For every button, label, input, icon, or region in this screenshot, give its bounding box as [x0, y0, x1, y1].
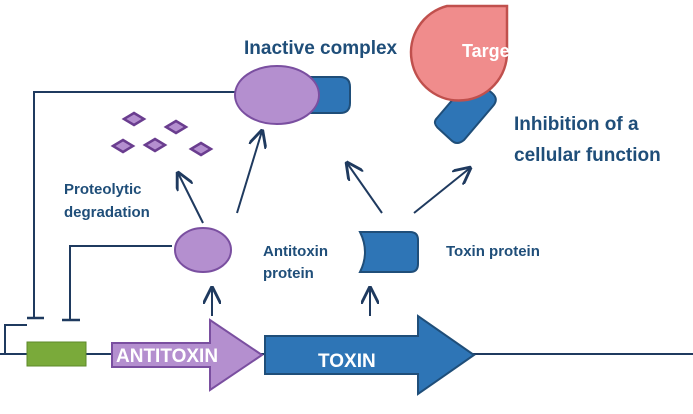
toxin-to-complex-arrow	[347, 163, 383, 214]
fragment	[142, 137, 168, 153]
target-label: Target	[462, 41, 516, 61]
fragment	[121, 111, 147, 127]
degradation-arrow	[178, 173, 204, 224]
antitoxin-repression-line	[69, 245, 172, 320]
inhibition-label-2: cellular function	[514, 145, 661, 166]
promoter-start-arrow	[4, 324, 27, 354]
complex-repression-line	[33, 91, 236, 318]
antitoxin-protein-label-2: protein	[263, 265, 314, 282]
toxin-protein-label: Toxin protein	[446, 243, 540, 260]
target-shape	[409, 4, 509, 102]
antitoxin-protein-shape	[174, 227, 232, 273]
promoter-box	[26, 341, 87, 367]
toxin-to-target-arrow	[413, 168, 470, 214]
inhibition-label-1: Inhibition of a	[514, 114, 639, 135]
toxin-gene-label: TOXIN	[318, 351, 376, 372]
antitoxin-gene-label: ANTITOXIN	[116, 346, 218, 367]
proteolytic-label-2: degradation	[64, 204, 150, 221]
proteolytic-label-1: Proteolytic	[64, 181, 142, 198]
antitoxin-protein-label-1: Antitoxin	[263, 243, 328, 260]
toxin-gene-arrow	[264, 314, 476, 396]
fragment	[188, 141, 214, 157]
complex-antitoxin-part	[234, 65, 320, 125]
antitoxin-gene-arrow	[111, 318, 264, 392]
toxin-protein-shape	[358, 231, 419, 273]
fragment	[163, 119, 189, 135]
proteolytic-fragments	[110, 111, 214, 157]
antitoxin-to-complex-arrow	[236, 131, 262, 214]
fragment	[110, 138, 136, 154]
inactive-complex-label: Inactive complex	[244, 38, 398, 59]
